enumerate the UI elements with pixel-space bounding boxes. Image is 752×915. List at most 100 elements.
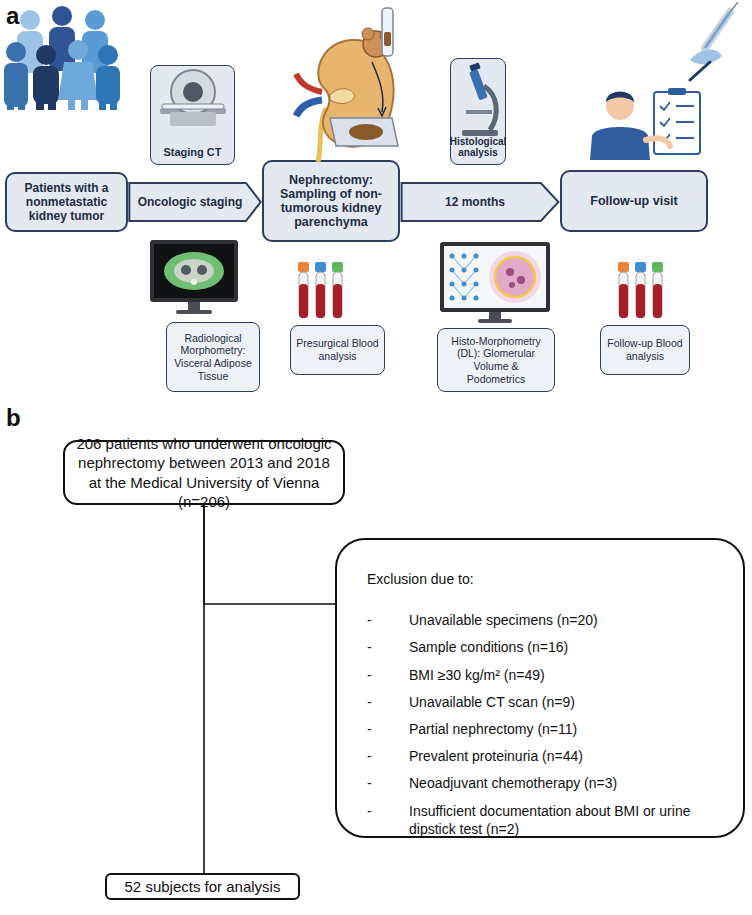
- node-text: Staging CT: [163, 146, 221, 158]
- follow-up-illustration: [590, 2, 738, 160]
- blood-tubes: [636, 272, 645, 318]
- node-text: Presurgical Blood analysis: [296, 337, 379, 362]
- ct-scanner-icon: [160, 70, 226, 126]
- histology-monitor: [506, 268, 514, 276]
- blood-tubes: [619, 284, 628, 318]
- node-text: 206 patients who underwent oncologic nep…: [75, 434, 333, 512]
- patients-icon: [68, 40, 88, 60]
- patients-icon: [48, 95, 56, 110]
- node-text: Histo-Morphometry (DL): Glomerular Volum…: [443, 335, 549, 385]
- blood-tubes: [635, 262, 646, 272]
- patients-icon: [17, 31, 43, 73]
- histology-monitor: [452, 256, 476, 298]
- panel-letter: b: [6, 404, 21, 432]
- info-box: Histo-Morphometry (DL): Glomerular Volum…: [437, 328, 555, 392]
- patients-icon: [99, 95, 106, 110]
- list-item: Sample conditions (n=16): [409, 638, 723, 656]
- kidney-illustration: [349, 124, 383, 140]
- list-dash: -: [367, 611, 409, 629]
- kidney-illustration: [363, 31, 389, 57]
- kidney-illustration: [318, 108, 326, 162]
- histology-monitor: [440, 242, 550, 312]
- follow-up-illustration: [668, 88, 686, 95]
- patients-icon: [7, 98, 14, 110]
- blood-tubes: [653, 284, 662, 318]
- kidney-illustration: [296, 8, 398, 162]
- histology-monitor: [462, 282, 467, 287]
- node-text: Patients with a nonmetastatic kidney tum…: [13, 181, 120, 223]
- list-item: BMI ≥30 kg/m² (n=49): [409, 666, 723, 684]
- process-arrow: 12 months: [400, 182, 560, 222]
- follow-up-illustration: [590, 127, 650, 160]
- list-dash: -: [367, 802, 409, 838]
- node-text: 12 months: [445, 195, 515, 209]
- icon-box: Staging CT: [150, 65, 235, 165]
- list-item: Unavailable CT scan (n=9): [409, 693, 723, 711]
- blood-tubes: [652, 262, 663, 272]
- ct-monitor: [150, 240, 238, 314]
- kidney-illustration: [362, 28, 374, 40]
- kidney-illustration: [330, 118, 398, 146]
- patients-icon: [49, 27, 75, 71]
- microscope-icon: [469, 62, 480, 71]
- blood-tubes: [298, 262, 343, 318]
- info-box: Presurgical Blood analysis: [290, 325, 385, 375]
- histology-monitor: [495, 257, 535, 297]
- follow-up-illustration: [654, 92, 700, 154]
- histology-monitor: [450, 254, 479, 301]
- microscope-icon: [462, 130, 498, 136]
- histology-monitor: [489, 312, 501, 320]
- patients-icon: [4, 6, 120, 110]
- kidney-illustration: [382, 8, 393, 56]
- ct-scanner-icon: [171, 70, 215, 114]
- blood-tubes: [298, 262, 309, 272]
- node-text: Histological analysis: [450, 136, 507, 158]
- kidney-illustration: [296, 100, 322, 116]
- microscope-icon: [484, 86, 496, 130]
- connector-line: [203, 505, 205, 873]
- histology-monitor: [517, 276, 525, 284]
- blood-tubes: [618, 262, 663, 318]
- patients-icon: [6, 42, 26, 62]
- process-box: Nephrectomy: Sampling of non-tumorous ki…: [262, 160, 400, 242]
- blood-tubes: [299, 284, 308, 318]
- node-text: 52 subjects for analysis: [125, 878, 281, 895]
- node-text: Follow-up Blood analysis: [606, 337, 684, 362]
- arrow-shape: [402, 183, 559, 221]
- node-text: Oncologic staging: [138, 195, 253, 209]
- list-dash: -: [367, 693, 409, 711]
- histology-monitor: [450, 268, 455, 273]
- patients-icon: [20, 10, 40, 30]
- list-item: Prevalent proteinuria (n=44): [409, 747, 723, 765]
- ct-monitor: [164, 252, 224, 290]
- ct-scanner-icon: [183, 82, 203, 102]
- ct-monitor: [176, 310, 212, 314]
- blood-tubes: [299, 272, 308, 318]
- blood-tubes: [636, 284, 645, 318]
- node-text: Nephrectomy: Sampling of non-tumorous ki…: [270, 173, 392, 229]
- histology-monitor: [444, 246, 546, 308]
- histology-monitor: [440, 242, 550, 323]
- follow-up-illustration: [705, 12, 730, 48]
- ct-scanner-icon: [170, 112, 216, 126]
- flow-box: 206 patients who underwent oncologic nep…: [63, 440, 345, 505]
- histology-monitor: [474, 268, 479, 273]
- node-text: Radiological Morphometry: Visceral Adipo…: [172, 332, 254, 382]
- follow-up-illustration: [606, 92, 634, 103]
- follow-up-illustration: [705, 12, 730, 48]
- list-dash: -: [367, 747, 409, 765]
- patients-icon: [82, 31, 108, 73]
- ct-monitor: [174, 259, 214, 283]
- follow-up-illustration: [730, 2, 738, 12]
- follow-up-illustration: [660, 102, 670, 142]
- patients-icon: [96, 66, 120, 104]
- follow-up-illustration: [690, 50, 722, 65]
- microscope-icon: [469, 69, 488, 100]
- histology-monitor: [450, 254, 455, 259]
- result-box: 52 subjects for analysis: [105, 873, 300, 900]
- histology-monitor: [474, 296, 479, 301]
- patients-icon: [85, 10, 105, 30]
- blood-tubes: [332, 262, 343, 272]
- patients-icon: [98, 45, 118, 65]
